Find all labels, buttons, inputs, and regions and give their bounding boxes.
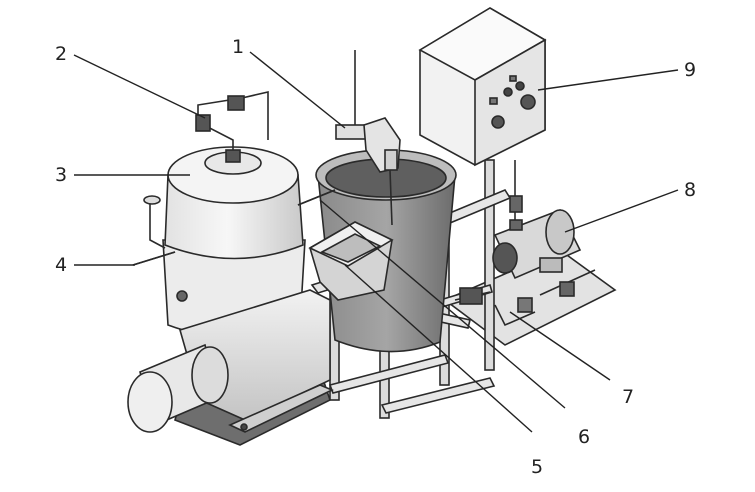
callout-8: 8 xyxy=(684,179,696,201)
pump-motor xyxy=(492,160,582,280)
heater-mixer xyxy=(335,50,401,226)
callout-4: 4 xyxy=(55,254,67,276)
separator-drum xyxy=(132,90,336,339)
leader-7 xyxy=(509,311,611,381)
callout-1: 1 xyxy=(232,36,244,58)
leader-1 xyxy=(249,51,346,129)
callout-2: 2 xyxy=(55,43,67,65)
leader-9 xyxy=(537,69,679,91)
discharge-piping xyxy=(454,269,596,327)
leader-5 xyxy=(344,264,533,433)
callout-3: 3 xyxy=(55,164,67,186)
callout-9: 9 xyxy=(684,59,696,81)
callout-5: 5 xyxy=(531,456,543,478)
leader-6 xyxy=(319,199,566,409)
control-box xyxy=(418,7,547,167)
leader-lines xyxy=(73,51,679,433)
callout-7: 7 xyxy=(622,386,634,408)
leader-8 xyxy=(564,189,679,233)
drive-motor xyxy=(127,289,334,446)
leader-2 xyxy=(73,54,206,119)
callout-6: 6 xyxy=(578,426,590,448)
sludge-tray xyxy=(308,221,394,301)
callout-labels: 1 2 3 4 5 6 7 8 9 xyxy=(55,36,696,478)
